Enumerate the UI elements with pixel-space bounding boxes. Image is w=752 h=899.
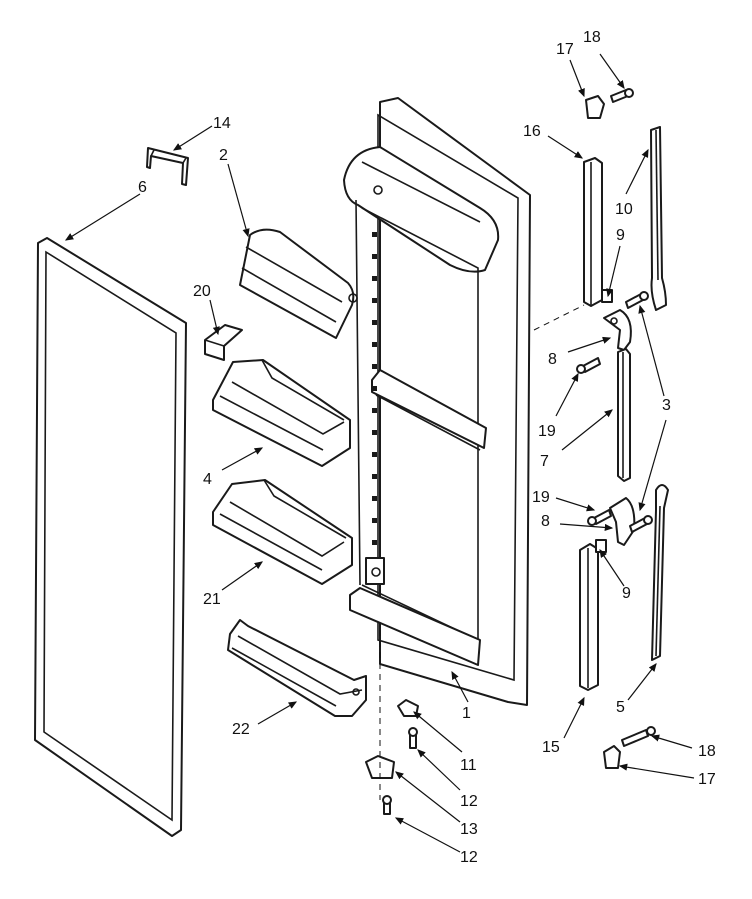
screw-18-lower [621,726,656,747]
screw-12-lower [382,795,392,815]
screw-12-upper [408,727,418,749]
hinge-17-lower [603,745,621,769]
callout-1: 1 [462,705,471,722]
callout-17-lower: 17 [698,771,716,788]
callout-6: 6 [138,179,147,196]
callout-15: 15 [542,739,560,756]
callout-19-upper: 19 [538,423,556,440]
callout-22: 22 [232,721,250,738]
callout-8-lower: 8 [541,513,550,530]
hinge-pin-11 [397,699,419,717]
callout-5: 5 [616,699,625,716]
screw-19-lower [587,509,612,526]
callout-3: 3 [662,397,671,414]
door-bin-upper [212,359,351,467]
callout-11: 11 [460,757,477,774]
door-gasket [34,237,187,837]
shelf-hole [372,364,377,369]
leader-lines [64,53,695,853]
handle-upper [650,126,667,311]
shelf-hole [372,518,377,523]
callout-10: 10 [615,201,633,218]
shelf-hole [372,408,377,413]
shelf-hole [372,276,377,281]
callout-18-lower: 18 [698,743,716,760]
callout-21: 21 [203,591,221,608]
callout-7: 7 [540,453,549,470]
handle-lower [651,484,669,661]
callout-9-upper: 9 [616,227,625,244]
trim-cap-lower [579,539,607,691]
screw-upper-right [625,291,649,309]
shelf-hole [372,452,377,457]
callout-12-upper: 12 [460,793,478,810]
door-shelf-holes [372,232,377,545]
callout-13: 13 [460,821,478,838]
door-bin-lower [212,479,353,585]
screw-lower-right [629,515,653,533]
hinge-17-upper [585,95,605,119]
callout-2: 2 [219,147,228,164]
door-assembly [343,97,531,706]
trim-cap-upper [583,157,613,307]
shelf-hole [372,430,377,435]
alignment-line-right [533,304,585,331]
dairy-door [239,228,358,339]
shelf-hole [372,232,377,237]
callout-19-lower: 19 [532,489,550,506]
shelf-hole [372,496,377,501]
callout-labels: 14 2 6 20 4 21 22 1 11 12 13 12 17 18 16… [138,29,716,866]
hinge-bracket-upper [603,309,632,351]
small-bracket [204,324,243,361]
shelf-hole [372,474,377,479]
callout-18-upper: 18 [583,29,601,46]
callout-20: 20 [193,283,211,300]
hinge-bracket-lower [609,497,636,546]
screw-19-upper [576,357,601,374]
shelf-hole [372,386,377,391]
callout-9-lower: 9 [622,585,631,602]
screw-18-upper [610,88,634,103]
shelf-hole [372,320,377,325]
callout-14: 14 [213,115,231,132]
callout-17-upper: 17 [556,41,574,58]
door-bin-bottom [227,619,367,717]
shelf-hole [372,298,377,303]
callout-16: 16 [523,123,541,140]
trim-strip-middle [617,348,631,482]
gasket-clip [146,147,189,186]
shelf-hole [372,342,377,347]
callout-12-lower: 12 [460,849,478,866]
shelf-hole [372,254,377,259]
callout-8-upper: 8 [548,351,557,368]
shelf-hole [372,540,377,545]
callout-4: 4 [203,471,212,488]
